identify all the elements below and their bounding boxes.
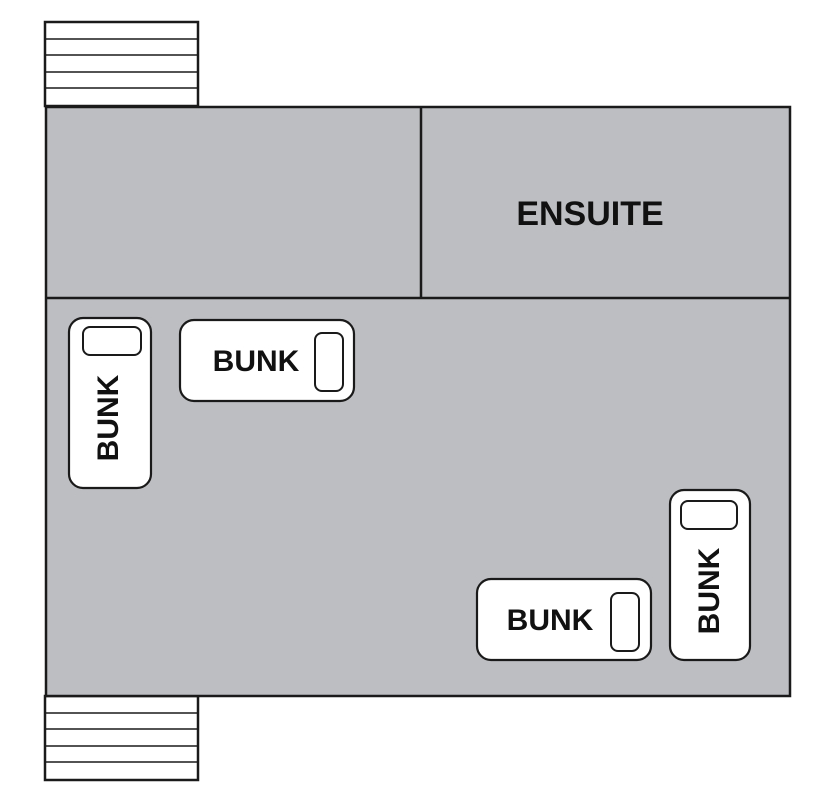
bunk-bed-left-vertical: BUNK [67,316,153,490]
bunk-bed-right-vertical: BUNK [668,488,752,662]
bunk-label: BUNK [92,374,125,461]
floor-area [44,105,792,698]
bunk-label: BUNK [693,547,726,634]
bunk-bed-bottom-horizontal: BUNK [475,577,653,662]
bunk-bed-top-horizontal: BUNK [178,318,356,403]
pillow [680,500,738,530]
bunk-label: BUNK [507,604,594,637]
pillow [314,332,344,392]
pillow [610,592,640,652]
stairs-bottom [43,694,200,782]
ensuite-label: ENSUITE [516,195,663,233]
stairs-top [43,20,200,108]
bunk-label: BUNK [213,345,300,378]
pillow [82,326,142,356]
